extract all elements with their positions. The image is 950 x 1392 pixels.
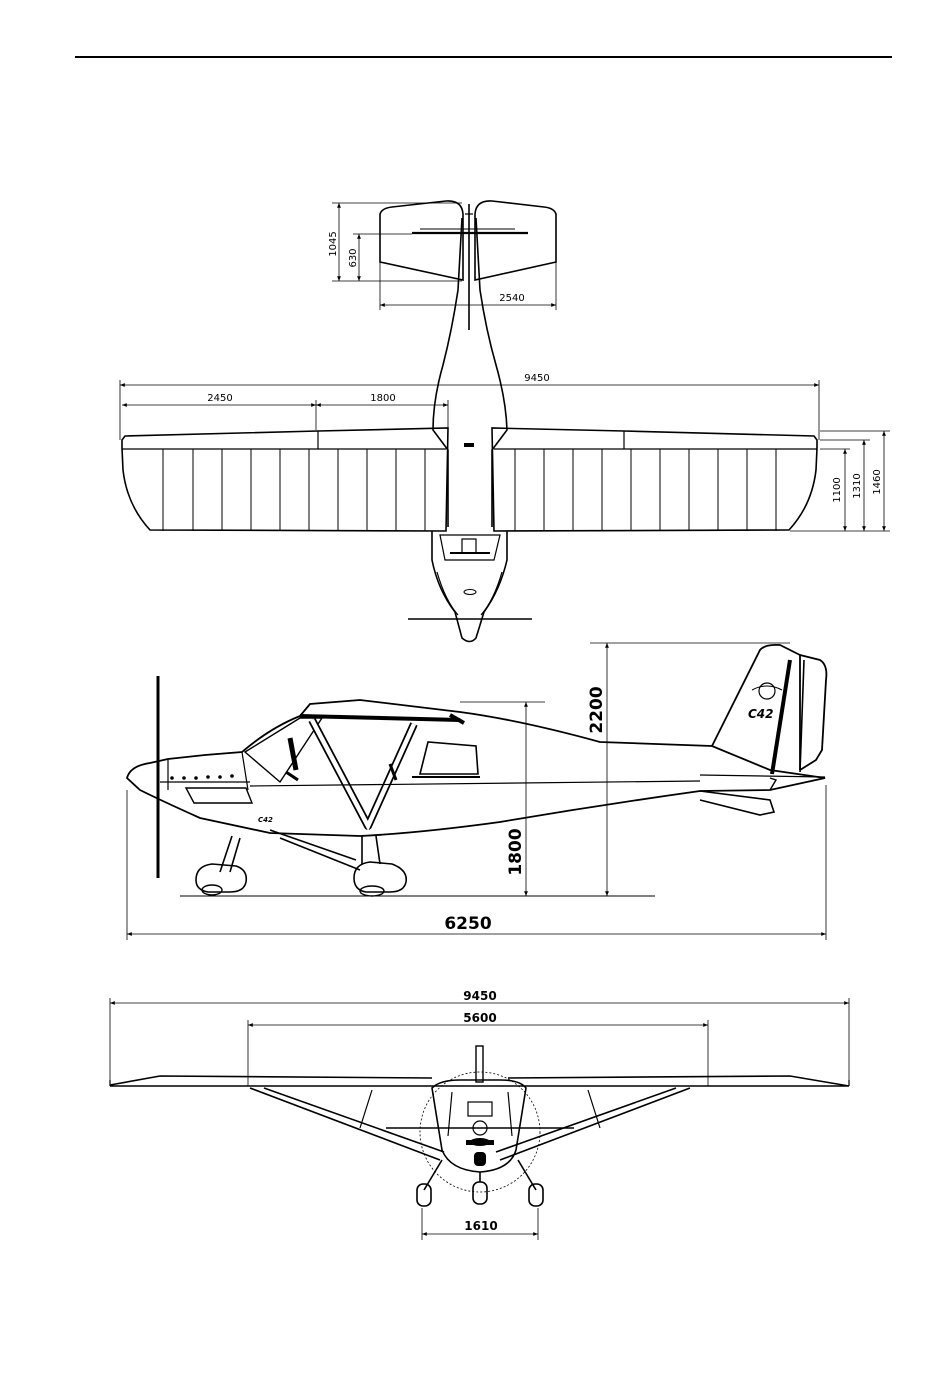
dim-chord-1: 1100 — [832, 477, 843, 502]
horizontal-stabilizer-right — [475, 201, 556, 280]
dim-stabilizer-span: 2540 — [499, 293, 524, 304]
dim-chord-2: 1310 — [852, 473, 863, 498]
dim-chord-3: 1460 — [872, 469, 883, 494]
dim-flap-span: 1800 — [370, 393, 395, 404]
top-view: 1045 630 2540 9450 2450 1800 1100 1310 1… — [120, 201, 890, 642]
wing-planform — [122, 428, 448, 531]
right-wheel — [529, 1184, 543, 1206]
dim-overall-height: 2200 — [587, 686, 607, 733]
fuselage-side — [127, 700, 825, 836]
wing-struts — [250, 1088, 690, 1160]
dim-elevator-chord: 630 — [348, 248, 359, 267]
left-wheel — [417, 1184, 431, 1206]
dim-overall-length: 6250 — [444, 914, 491, 934]
wing-front — [110, 1076, 849, 1086]
fuselage-nose-top — [432, 531, 507, 642]
dim-strut-span: 5600 — [463, 1011, 496, 1025]
wing-ribs — [163, 449, 776, 531]
horizontal-stabilizer-left — [380, 201, 463, 280]
dim-stabilizer-chord: 1045 — [328, 231, 339, 256]
dim-aileron-span: 2450 — [207, 393, 232, 404]
nose-wheel — [473, 1182, 487, 1204]
dim-wing-span-front: 9450 — [463, 989, 496, 1003]
fuselage-top — [433, 218, 507, 527]
dim-wing-span-top: 9450 — [524, 373, 549, 384]
front-view: 9450 5600 1610 — [110, 989, 849, 1240]
cowl-logo: C42 — [258, 816, 273, 824]
dim-track: 1610 — [464, 1219, 497, 1233]
dim-cabin-height: 1800 — [506, 828, 526, 875]
tail-logo: C42 — [748, 707, 774, 721]
side-view: C42 C42 — [127, 643, 826, 940]
